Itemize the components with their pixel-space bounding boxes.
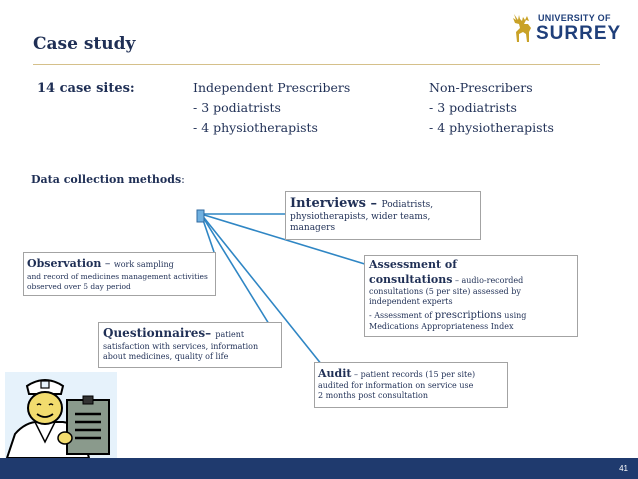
stag-icon	[513, 14, 531, 42]
assessment-body3: Medications Appropriateness Index	[369, 322, 514, 331]
audit-rest: – patient records (15 per site)	[351, 370, 476, 379]
observation-body: and record of medicines management activ…	[27, 272, 208, 291]
logo-surrey: SURREY	[536, 23, 622, 44]
questionnaires-box: Questionnaires– patient satisfaction wit…	[98, 322, 282, 368]
header-divider	[33, 64, 600, 65]
nurse-clipboard-illustration	[5, 372, 117, 458]
page-number: 41	[619, 464, 628, 473]
university-logo	[508, 12, 608, 48]
assessment-heading: Assessment of	[369, 258, 457, 271]
non-prescribers-item: - 3 podiatrists	[429, 100, 517, 115]
assessment-body2-big: prescriptions	[434, 310, 502, 321]
audit-heading: Audit	[318, 367, 352, 380]
observation-box: Observation – work sampling and record o…	[23, 252, 216, 296]
data-collection-text: Data collection methods	[31, 173, 182, 186]
non-prescribers-heading: Non-Prescribers	[429, 80, 533, 95]
logo-university-of: UNIVERSITY OF	[538, 13, 611, 23]
questionnaires-heading: Questionnaires	[103, 326, 206, 340]
assessment-body2-pre: - Assessment of	[369, 311, 435, 320]
data-collection-label: Data collection methods:	[31, 173, 185, 186]
audit-box: Audit – patient records (15 per site) au…	[314, 362, 508, 408]
audit-body2: 2 months post consultation	[318, 391, 428, 400]
observation-heading: Observation	[27, 257, 102, 270]
assessment-body: consultations (5 per site) assessed by i…	[369, 287, 521, 306]
case-sites-label: 14 case sites:	[37, 81, 135, 96]
interviews-rest: Podiatrists,	[381, 200, 434, 210]
independent-item: - 4 physiotherapists	[193, 120, 318, 135]
interviews-box: Interviews – Podiatrists, physiotherapis…	[285, 191, 481, 240]
independent-heading: Independent Prescribers	[193, 80, 351, 95]
questionnaires-body: satisfaction with services, information …	[103, 342, 259, 361]
footer-bar	[0, 458, 638, 479]
page-title: Case study	[33, 34, 136, 54]
assessment-rest: – audio-recorded	[452, 276, 524, 285]
non-prescribers: Non-Prescribers - 3 podiatrists - 4 phys…	[429, 78, 554, 138]
observation-dash: –	[101, 257, 114, 270]
audit-body: audited for information on service use	[318, 381, 474, 390]
hub-node	[196, 209, 205, 223]
assessment-body2-post: using	[501, 311, 527, 320]
assessment-box: Assessment of consultations – audio-reco…	[364, 255, 578, 337]
data-collection-colon: :	[181, 173, 185, 186]
independent-prescribers: Independent Prescribers - 3 podiatrists …	[193, 78, 350, 138]
independent-item: - 3 podiatrists	[193, 100, 281, 115]
interviews-dash: –	[365, 196, 382, 211]
assessment-heading2: consultations	[369, 273, 453, 286]
observation-rest: work sampling	[113, 260, 174, 269]
interviews-heading: Interviews	[290, 196, 366, 211]
questionnaires-dash: –	[205, 326, 216, 340]
questionnaires-rest: patient	[215, 330, 245, 339]
non-prescribers-item: - 4 physiotherapists	[429, 120, 554, 135]
interviews-body: physiotherapists, wider teams, managers	[290, 212, 431, 233]
